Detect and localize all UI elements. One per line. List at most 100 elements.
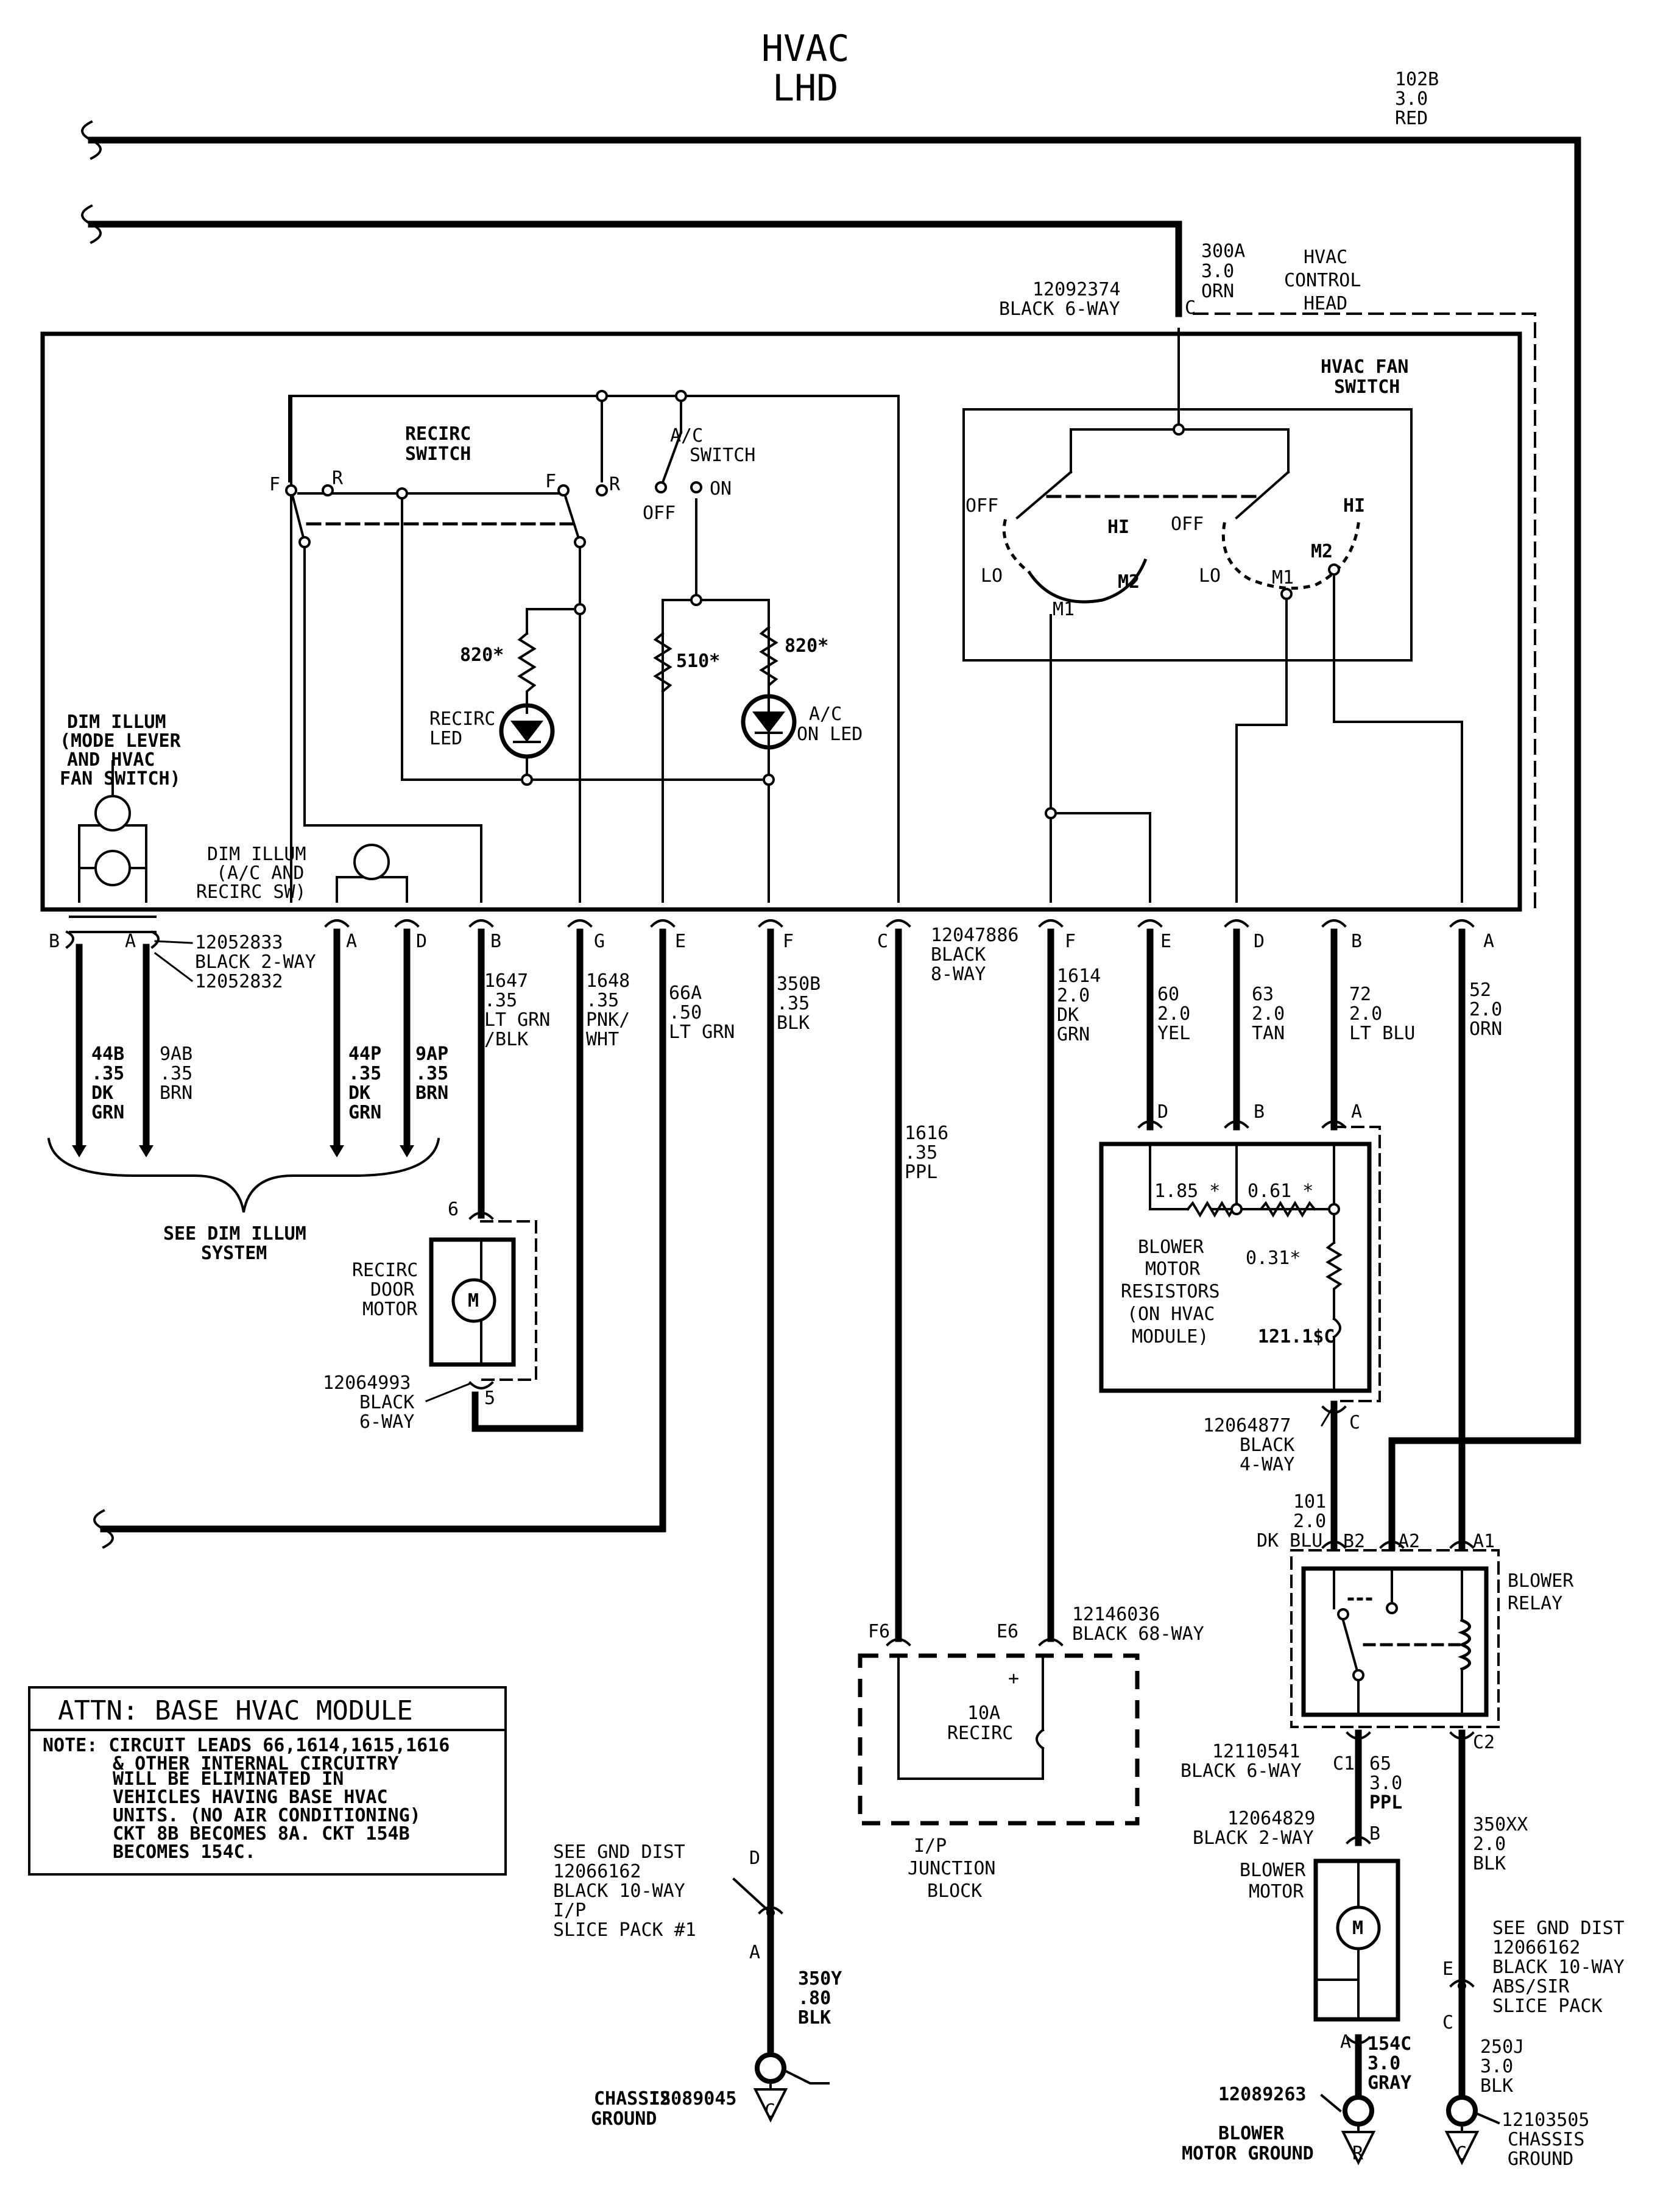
wire-1648-label: 1648 bbox=[586, 970, 630, 992]
wire-102b bbox=[88, 136, 1581, 1551]
pin-a: A bbox=[749, 1942, 760, 1963]
ring-terminal-1 bbox=[755, 2052, 786, 2084]
resistor-820-a bbox=[517, 632, 537, 714]
dim-lamp-3 bbox=[353, 844, 390, 880]
ground-label-3: GROUND bbox=[1508, 2148, 1573, 2170]
fuse-10a bbox=[1036, 1728, 1045, 1750]
wire-1616-label: PPL bbox=[905, 1162, 937, 1183]
gnd-splice-2 bbox=[1449, 1979, 1475, 1988]
wire-102b-label: RED bbox=[1395, 108, 1428, 129]
attn-box: ATTN: BASE HVAC MODULE NOTE: CIRCUIT LEA… bbox=[28, 1686, 507, 1876]
wire-60-label: 60 bbox=[1157, 984, 1179, 1005]
control-head-title: HVAC bbox=[1304, 247, 1347, 268]
wire-65-label: PPL bbox=[1369, 1792, 1402, 1813]
junction-block-label: I/P bbox=[914, 1835, 947, 1857]
contact bbox=[596, 484, 608, 496]
ac-switch-title: SWITCH bbox=[690, 445, 755, 466]
contact bbox=[655, 481, 667, 493]
pin-a: A bbox=[1483, 931, 1494, 952]
recirc-switch-leads bbox=[297, 492, 769, 903]
wire-66a-label: LT GRN bbox=[669, 1022, 735, 1043]
ac-switch-blade bbox=[659, 431, 683, 489]
dim-illum-main: (MODE LEVER bbox=[60, 730, 182, 752]
pin-b: B bbox=[490, 931, 501, 952]
wire-154c-label: 154C bbox=[1368, 2033, 1411, 2055]
motor-m: M bbox=[468, 1290, 479, 1312]
blower-motor bbox=[1313, 1836, 1400, 2044]
resistor-061 bbox=[1235, 1201, 1316, 1218]
wire-250j-label: BLK bbox=[1480, 2075, 1513, 2097]
recirc-switch-title: RECIRC bbox=[405, 423, 471, 445]
fan-switch-arc-left bbox=[1027, 558, 1148, 604]
wire-350b-label: .35 bbox=[777, 993, 810, 1014]
fan-lo-1: LO bbox=[981, 565, 1003, 587]
wire-66a-label: .50 bbox=[669, 1002, 702, 1023]
wire-44b-label: GRN bbox=[91, 1102, 124, 1123]
resistor-510-label: 510* bbox=[676, 651, 720, 672]
contact bbox=[1352, 1669, 1364, 1681]
relay-connectors bbox=[1321, 1541, 1475, 1740]
resistor-185-label: 1.85 * bbox=[1154, 1181, 1220, 1202]
leader bbox=[154, 940, 194, 983]
gnd-splice-1 bbox=[732, 1877, 783, 1915]
resistors-label: RESISTORS bbox=[1121, 1281, 1220, 1302]
wire-44b-label: .35 bbox=[91, 1063, 124, 1084]
fan-off-1: OFF bbox=[965, 495, 998, 517]
resistor-031-label: 0.31* bbox=[1246, 1248, 1301, 1269]
wire-102b-label: 102B bbox=[1395, 69, 1439, 90]
ring-terminal-3 bbox=[1446, 2095, 1478, 2127]
wire-9ap-label: 9AP bbox=[415, 1043, 448, 1065]
wire-9ap-label: BRN bbox=[415, 1082, 448, 1104]
wire-350y-label: BLK bbox=[798, 2007, 831, 2028]
pin-b2: B2 bbox=[1343, 1531, 1365, 1552]
ac-led-label: ON LED bbox=[797, 724, 863, 745]
pin-f: F bbox=[1065, 931, 1076, 952]
junction-block bbox=[858, 1638, 1140, 1826]
blower-ground: BLOWER bbox=[1218, 2123, 1285, 2144]
fan-switch-blade-2 bbox=[1235, 470, 1290, 520]
fuse-label: RECIRC bbox=[947, 1723, 1013, 1744]
node bbox=[675, 390, 687, 402]
fan-m2-1: M2 bbox=[1118, 571, 1140, 593]
resistor-connectors bbox=[1137, 1120, 1347, 1414]
node bbox=[1045, 807, 1057, 819]
control-head-box bbox=[40, 331, 1522, 912]
junction-connectors bbox=[886, 1638, 1064, 1647]
blower-motor-circle bbox=[1336, 1905, 1381, 1951]
pin-e: E bbox=[1442, 1958, 1453, 1980]
resistor-061-label: 0.61 * bbox=[1248, 1181, 1313, 1202]
blower-motor-label: MOTOR bbox=[1249, 1881, 1304, 1902]
ground-label-3: 12103505 bbox=[1502, 2109, 1590, 2131]
wire-154c-label: GRAY bbox=[1368, 2072, 1411, 2094]
pin-e: E bbox=[1160, 931, 1171, 952]
pin-d: D bbox=[416, 931, 427, 952]
recirc-led-symbol bbox=[510, 721, 544, 743]
pin-c: C bbox=[1442, 2012, 1453, 2033]
wire-break-top bbox=[81, 120, 102, 160]
pin-a2: A2 bbox=[1398, 1531, 1420, 1552]
node bbox=[396, 487, 408, 500]
gnd-dist-2: SEE GND DIST bbox=[1492, 1918, 1625, 1939]
pin-c: C bbox=[1349, 1412, 1360, 1433]
pin-6: 6 bbox=[448, 1199, 459, 1220]
attn-note-1: NOTE: CIRCUIT LEADS 66,1614,1615,1616 bbox=[43, 1735, 450, 1756]
dim-illum-main: AND HVAC bbox=[67, 749, 155, 771]
pin-g: G bbox=[594, 931, 605, 952]
splice-1 bbox=[766, 1908, 775, 1917]
dim-illum-main: FAN SWITCH) bbox=[60, 768, 181, 789]
relay-connector: BLACK 6-WAY bbox=[1181, 1760, 1302, 1782]
pin-c1: C1 bbox=[1333, 1753, 1355, 1774]
contact bbox=[285, 484, 297, 496]
wire-154c-label: 3.0 bbox=[1368, 2053, 1400, 2074]
resistor-031 bbox=[1325, 1241, 1343, 1320]
motor-connector: BLACK 2-WAY bbox=[1193, 1827, 1314, 1849]
wire-300a-label: 3.0 bbox=[1201, 261, 1234, 282]
fan-m2-2: M2 bbox=[1311, 541, 1333, 562]
page-title-line1: HVAC bbox=[761, 27, 850, 70]
wire-44b-label: 44B bbox=[91, 1043, 124, 1065]
recirc-connector: 12064993 bbox=[323, 1372, 411, 1394]
pin-c2: C2 bbox=[1473, 1732, 1495, 1753]
pin-a: A bbox=[1351, 1101, 1362, 1123]
splice-2 bbox=[1458, 1982, 1466, 1990]
